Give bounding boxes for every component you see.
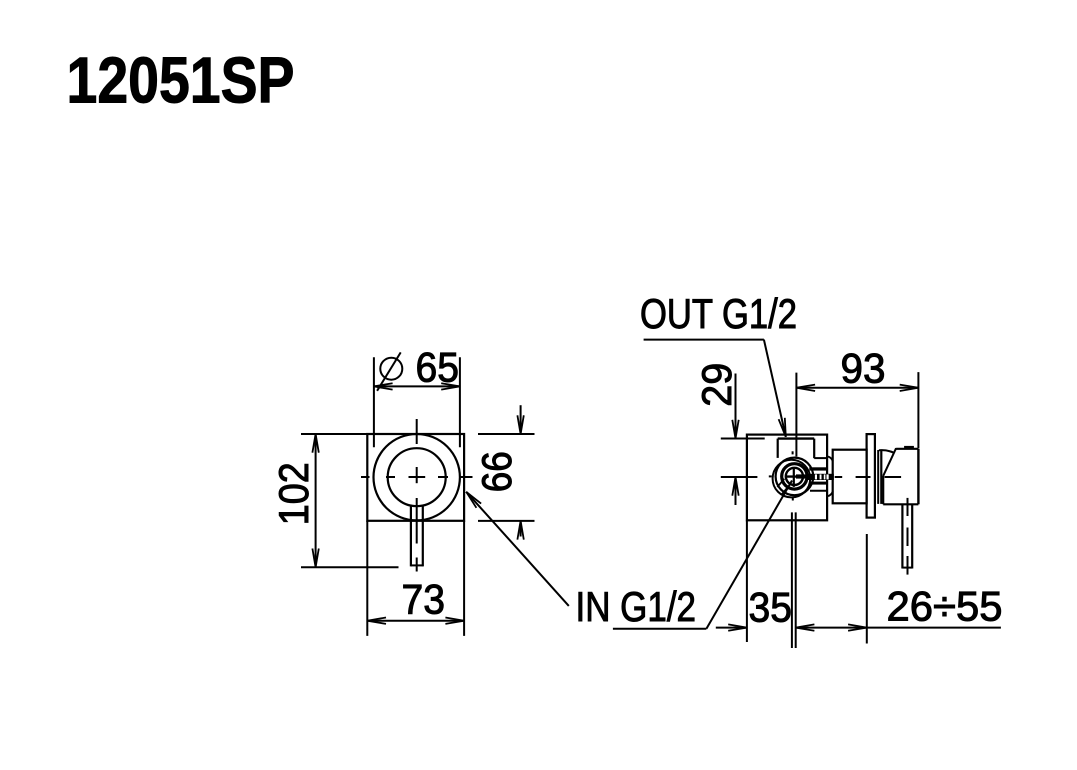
- svg-text:93: 93: [841, 345, 886, 392]
- svg-text:35: 35: [749, 583, 793, 630]
- svg-text:102: 102: [270, 462, 317, 525]
- svg-text:26÷55: 26÷55: [887, 583, 1003, 630]
- svg-text:12051SP: 12051SP: [67, 44, 295, 117]
- svg-text:65: 65: [416, 343, 460, 390]
- svg-text:IN G1/2: IN G1/2: [576, 583, 697, 630]
- svg-text:66: 66: [473, 451, 520, 492]
- svg-text:73: 73: [402, 575, 446, 622]
- svg-text:29: 29: [693, 363, 740, 407]
- svg-text:OUT G1/2: OUT G1/2: [640, 290, 797, 337]
